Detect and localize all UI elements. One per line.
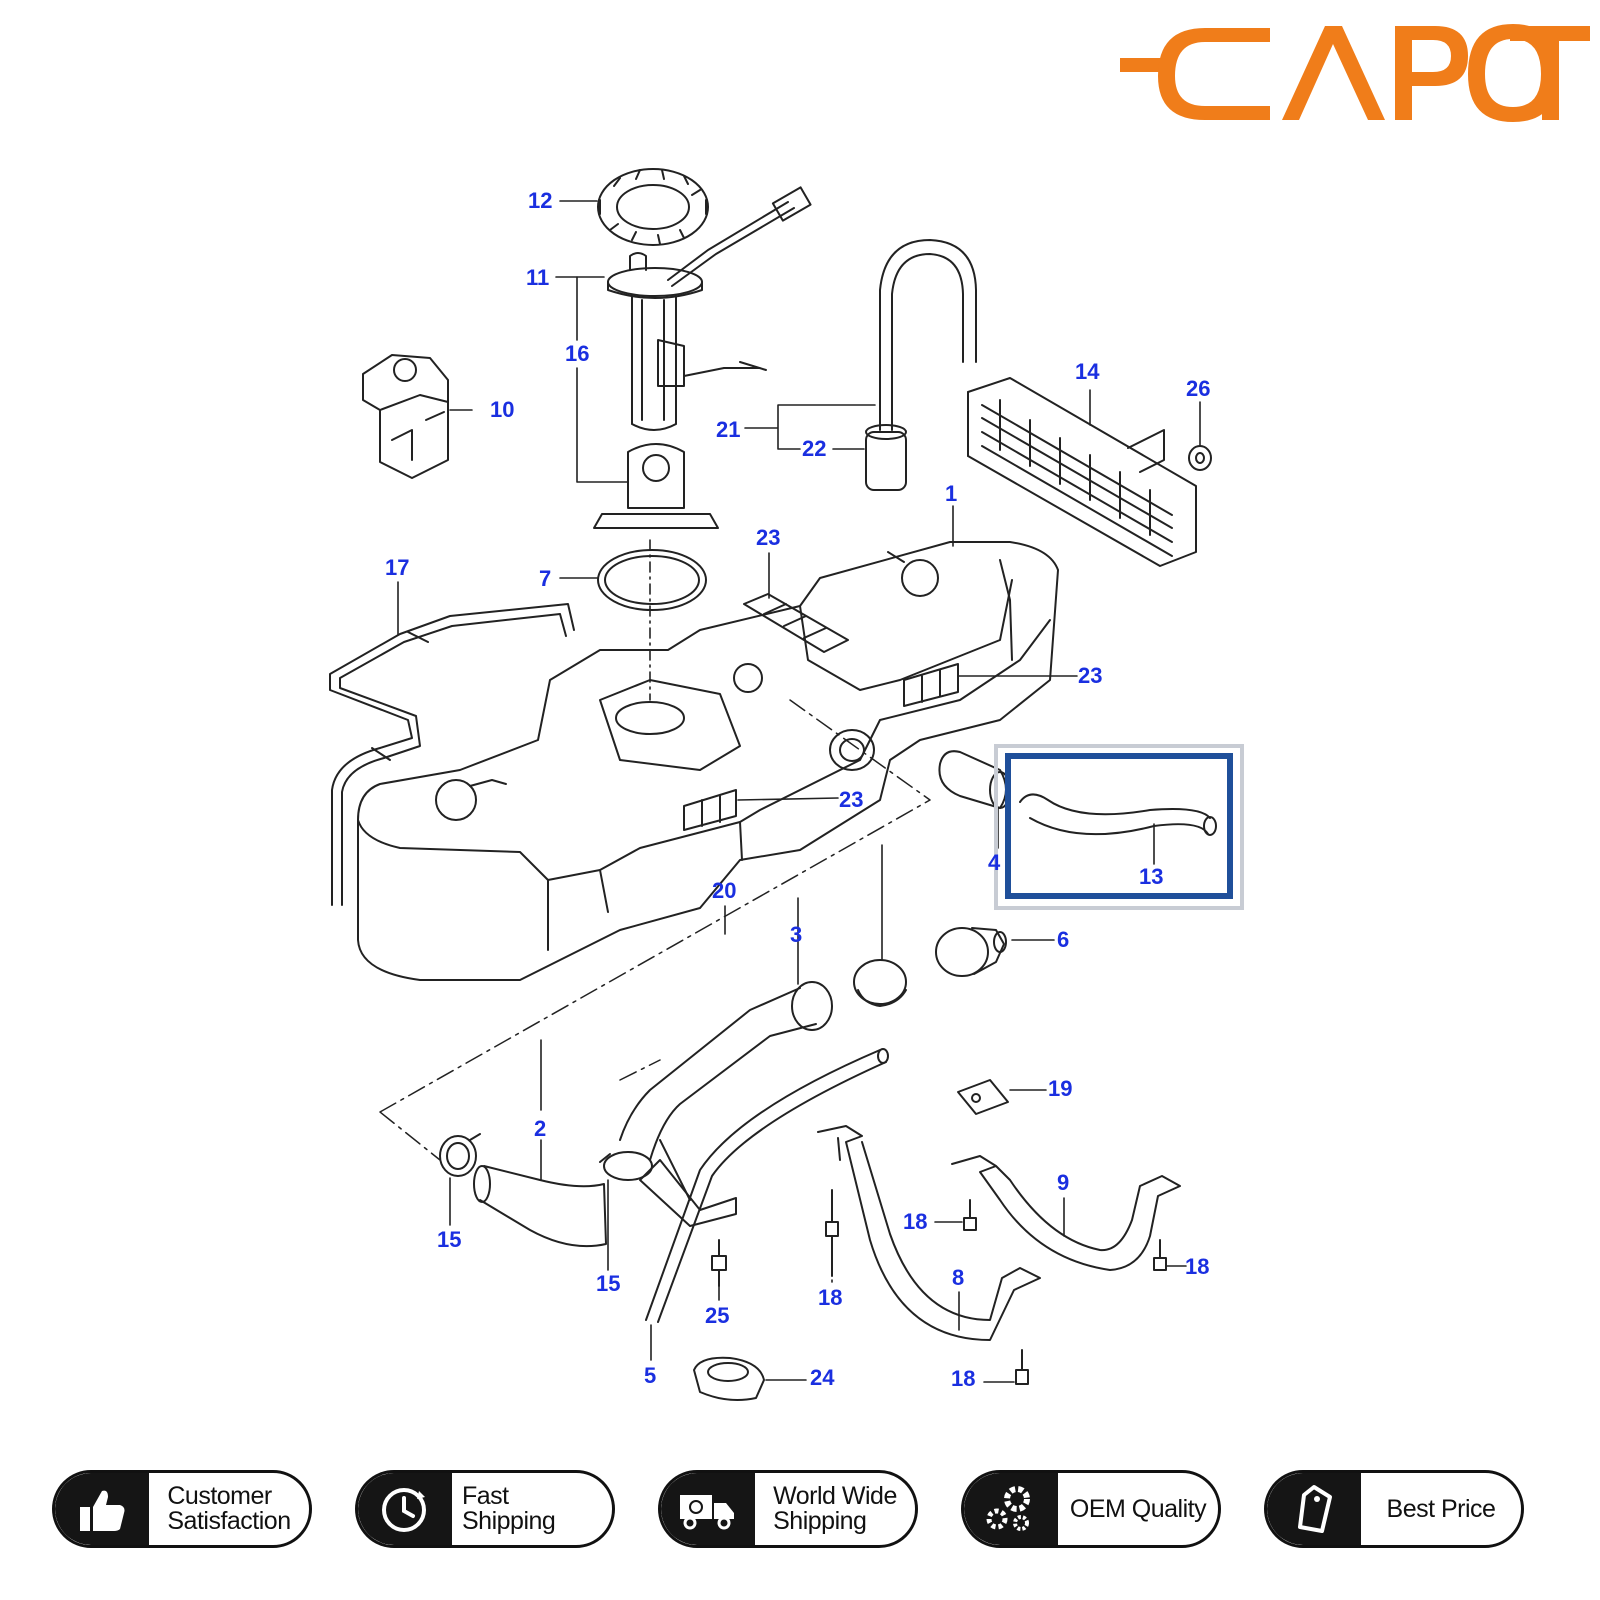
callout-18-left: 18 bbox=[818, 1285, 843, 1310]
callout-22: 22 bbox=[802, 436, 827, 461]
part-14-fuel-cooler bbox=[967, 377, 1197, 567]
part-10-valve bbox=[362, 354, 449, 479]
part-7-seal-ring bbox=[597, 549, 707, 611]
fuel-tank-exploded-diagram bbox=[329, 168, 1244, 1401]
callout-24: 24 bbox=[810, 1365, 835, 1390]
part-25-bolt bbox=[711, 1239, 727, 1287]
part-6-grommet bbox=[935, 927, 1007, 977]
part-13-hose bbox=[1019, 793, 1217, 836]
callout-15-left: 15 bbox=[437, 1227, 462, 1252]
truck-icon bbox=[661, 1473, 755, 1545]
part-17-vent-pipe bbox=[329, 603, 575, 906]
callout-25: 25 bbox=[705, 1303, 730, 1328]
part-1-fuel-tank bbox=[357, 541, 1059, 981]
part-2-filler-hose bbox=[473, 1151, 653, 1248]
part-5-vent-tube bbox=[645, 1048, 889, 1323]
callout-18-mid: 18 bbox=[903, 1209, 928, 1234]
callout-18-right: 18 bbox=[1185, 1254, 1210, 1279]
highlight-frame-part-13 bbox=[994, 744, 1244, 910]
badge-line: Customer bbox=[167, 1482, 272, 1510]
callout-17: 17 bbox=[385, 555, 410, 580]
callout-26: 26 bbox=[1186, 376, 1211, 401]
badge-line: OEM Quality bbox=[1069, 1494, 1207, 1523]
badge-fast-shipping: Fast Shipping bbox=[355, 1470, 615, 1548]
badge-customer-satisfaction: Customer Satisfaction bbox=[52, 1470, 312, 1548]
callout-11: 11 bbox=[526, 265, 550, 290]
callout-5: 5 bbox=[644, 1363, 657, 1388]
callout-7: 7 bbox=[539, 566, 552, 591]
badge-best-price: Best Price bbox=[1264, 1470, 1524, 1548]
callout-23-top: 23 bbox=[756, 525, 781, 550]
callout-15-right: 15 bbox=[596, 1271, 621, 1296]
callout-16: 16 bbox=[565, 341, 590, 366]
badge-line: Satisfaction bbox=[167, 1507, 291, 1535]
callout-3: 3 bbox=[790, 922, 803, 947]
callout-1: 1 bbox=[945, 481, 958, 506]
callout-21: 21 bbox=[716, 417, 741, 442]
leader-lines bbox=[397, 200, 1201, 1383]
part-4-grommet bbox=[938, 750, 1011, 809]
part-23-foam-pads bbox=[683, 593, 959, 831]
callout-18-bottom: 18 bbox=[951, 1366, 976, 1391]
part-9-tank-strap bbox=[951, 1155, 1181, 1271]
callout-23-lower: 23 bbox=[839, 787, 864, 812]
capot-logo bbox=[1105, 24, 1590, 122]
clock-icon bbox=[358, 1473, 452, 1545]
gears-icon bbox=[964, 1473, 1058, 1545]
callout-13: 13 bbox=[1139, 864, 1164, 889]
callout-14: 14 bbox=[1075, 359, 1100, 384]
part-16-pump-flange bbox=[593, 443, 719, 529]
callout-12: 12 bbox=[528, 188, 553, 213]
badge-oem-quality: OEM Quality bbox=[961, 1470, 1221, 1548]
callout-10: 10 bbox=[490, 397, 515, 422]
badge-line: Best Price bbox=[1386, 1494, 1496, 1523]
part-19-bracket bbox=[957, 1079, 1009, 1115]
part-8-tank-strap bbox=[817, 1125, 1041, 1341]
callout-6: 6 bbox=[1057, 927, 1070, 952]
part-filler-cap-seal bbox=[853, 959, 907, 1007]
callout-20: 20 bbox=[712, 878, 737, 903]
part-3-filler-neck bbox=[619, 981, 833, 1227]
callout-4: 4 bbox=[988, 850, 1001, 875]
badge-line: Shipping bbox=[773, 1507, 867, 1535]
part-11-fuel-pump-module bbox=[607, 186, 812, 431]
assembly-outline bbox=[379, 699, 931, 1161]
badge-world-wide-shipping: World Wide Shipping bbox=[658, 1470, 918, 1548]
callout-23-right: 23 bbox=[1078, 663, 1103, 688]
trust-badges: Customer Satisfaction Fast Shipping Worl… bbox=[0, 1470, 1600, 1570]
part-21-breather-tube bbox=[865, 239, 977, 491]
part-26-washer bbox=[1188, 445, 1212, 471]
part-18-bolts bbox=[825, 1189, 1167, 1385]
callout-2: 2 bbox=[534, 1116, 547, 1141]
part-15-hose-clamp bbox=[439, 1133, 611, 1177]
part-24-clip bbox=[693, 1356, 765, 1401]
callout-9: 9 bbox=[1057, 1170, 1070, 1195]
part-12-lock-ring bbox=[597, 168, 709, 246]
price-tag-icon bbox=[1267, 1473, 1361, 1545]
badge-line: World Wide bbox=[773, 1482, 897, 1510]
badge-line: Fast Shipping bbox=[462, 1482, 556, 1535]
brand-logo bbox=[1105, 18, 1590, 128]
thumbs-up-icon bbox=[55, 1473, 149, 1545]
callout-8: 8 bbox=[952, 1265, 965, 1290]
callout-19: 19 bbox=[1048, 1076, 1073, 1101]
